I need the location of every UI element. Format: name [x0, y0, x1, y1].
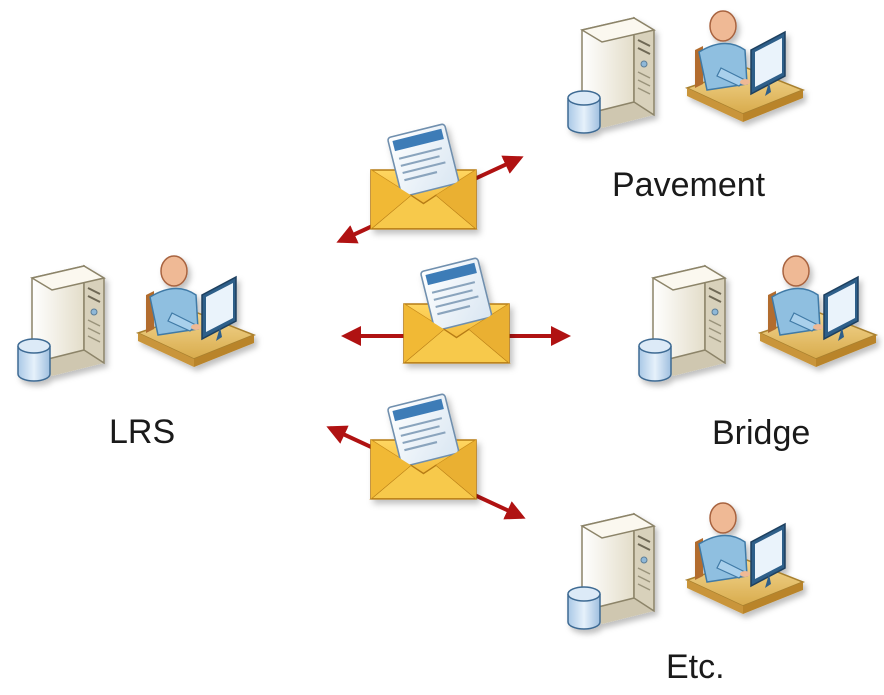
lrs-server-icon — [17, 265, 105, 382]
pavement-server-icon — [567, 17, 655, 134]
envelope-message-icon-middle — [402, 256, 511, 364]
bridge-label: Bridge — [712, 414, 811, 452]
pavement-label: Pavement — [612, 166, 766, 204]
etc-label: Etc. — [666, 648, 725, 686]
lrs-user-icon — [137, 255, 255, 368]
envelope-message-icon-bottom — [369, 392, 478, 500]
etc-server-icon — [567, 513, 655, 630]
lrs-label: LRS — [109, 413, 176, 451]
bridge-server-icon — [638, 265, 726, 382]
bridge-user-icon — [759, 255, 877, 368]
envelope-message-icon-top — [369, 122, 478, 230]
pavement-user-icon — [686, 10, 804, 123]
etc-user-icon — [686, 502, 804, 615]
